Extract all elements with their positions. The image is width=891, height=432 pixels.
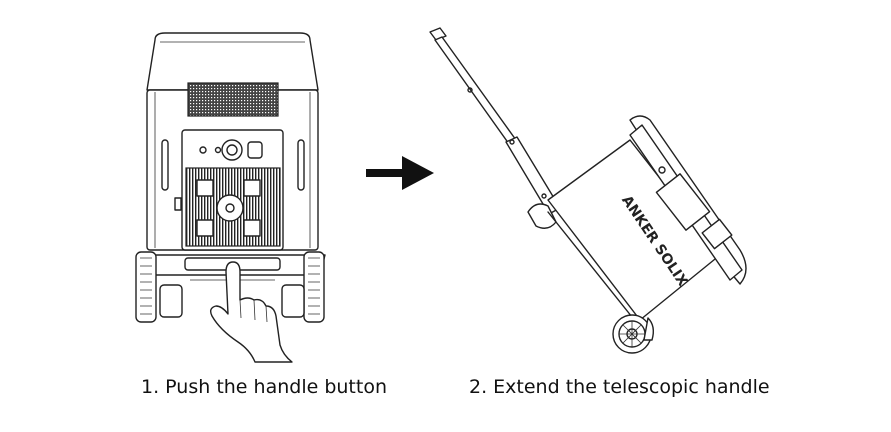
pushing-hand-icon	[209, 261, 293, 363]
large-ac-outlet-icon	[216, 194, 244, 222]
right-wheel-icon	[281, 251, 325, 323]
power-button-icon	[221, 139, 243, 161]
left-wheel-icon	[135, 251, 183, 323]
top-vent-grille-icon	[187, 82, 279, 117]
power-station-front-view	[135, 32, 326, 363]
step-1-caption: 1. Push the handle button	[141, 376, 387, 398]
display-screen-icon	[655, 173, 711, 231]
power-station-tilted-view: ANKER SOLIX	[429, 27, 747, 354]
right-arrow-icon	[366, 156, 434, 190]
telescopic-handle-icon	[429, 27, 561, 215]
step-2-caption: 2. Extend the telescopic handle	[469, 376, 770, 398]
